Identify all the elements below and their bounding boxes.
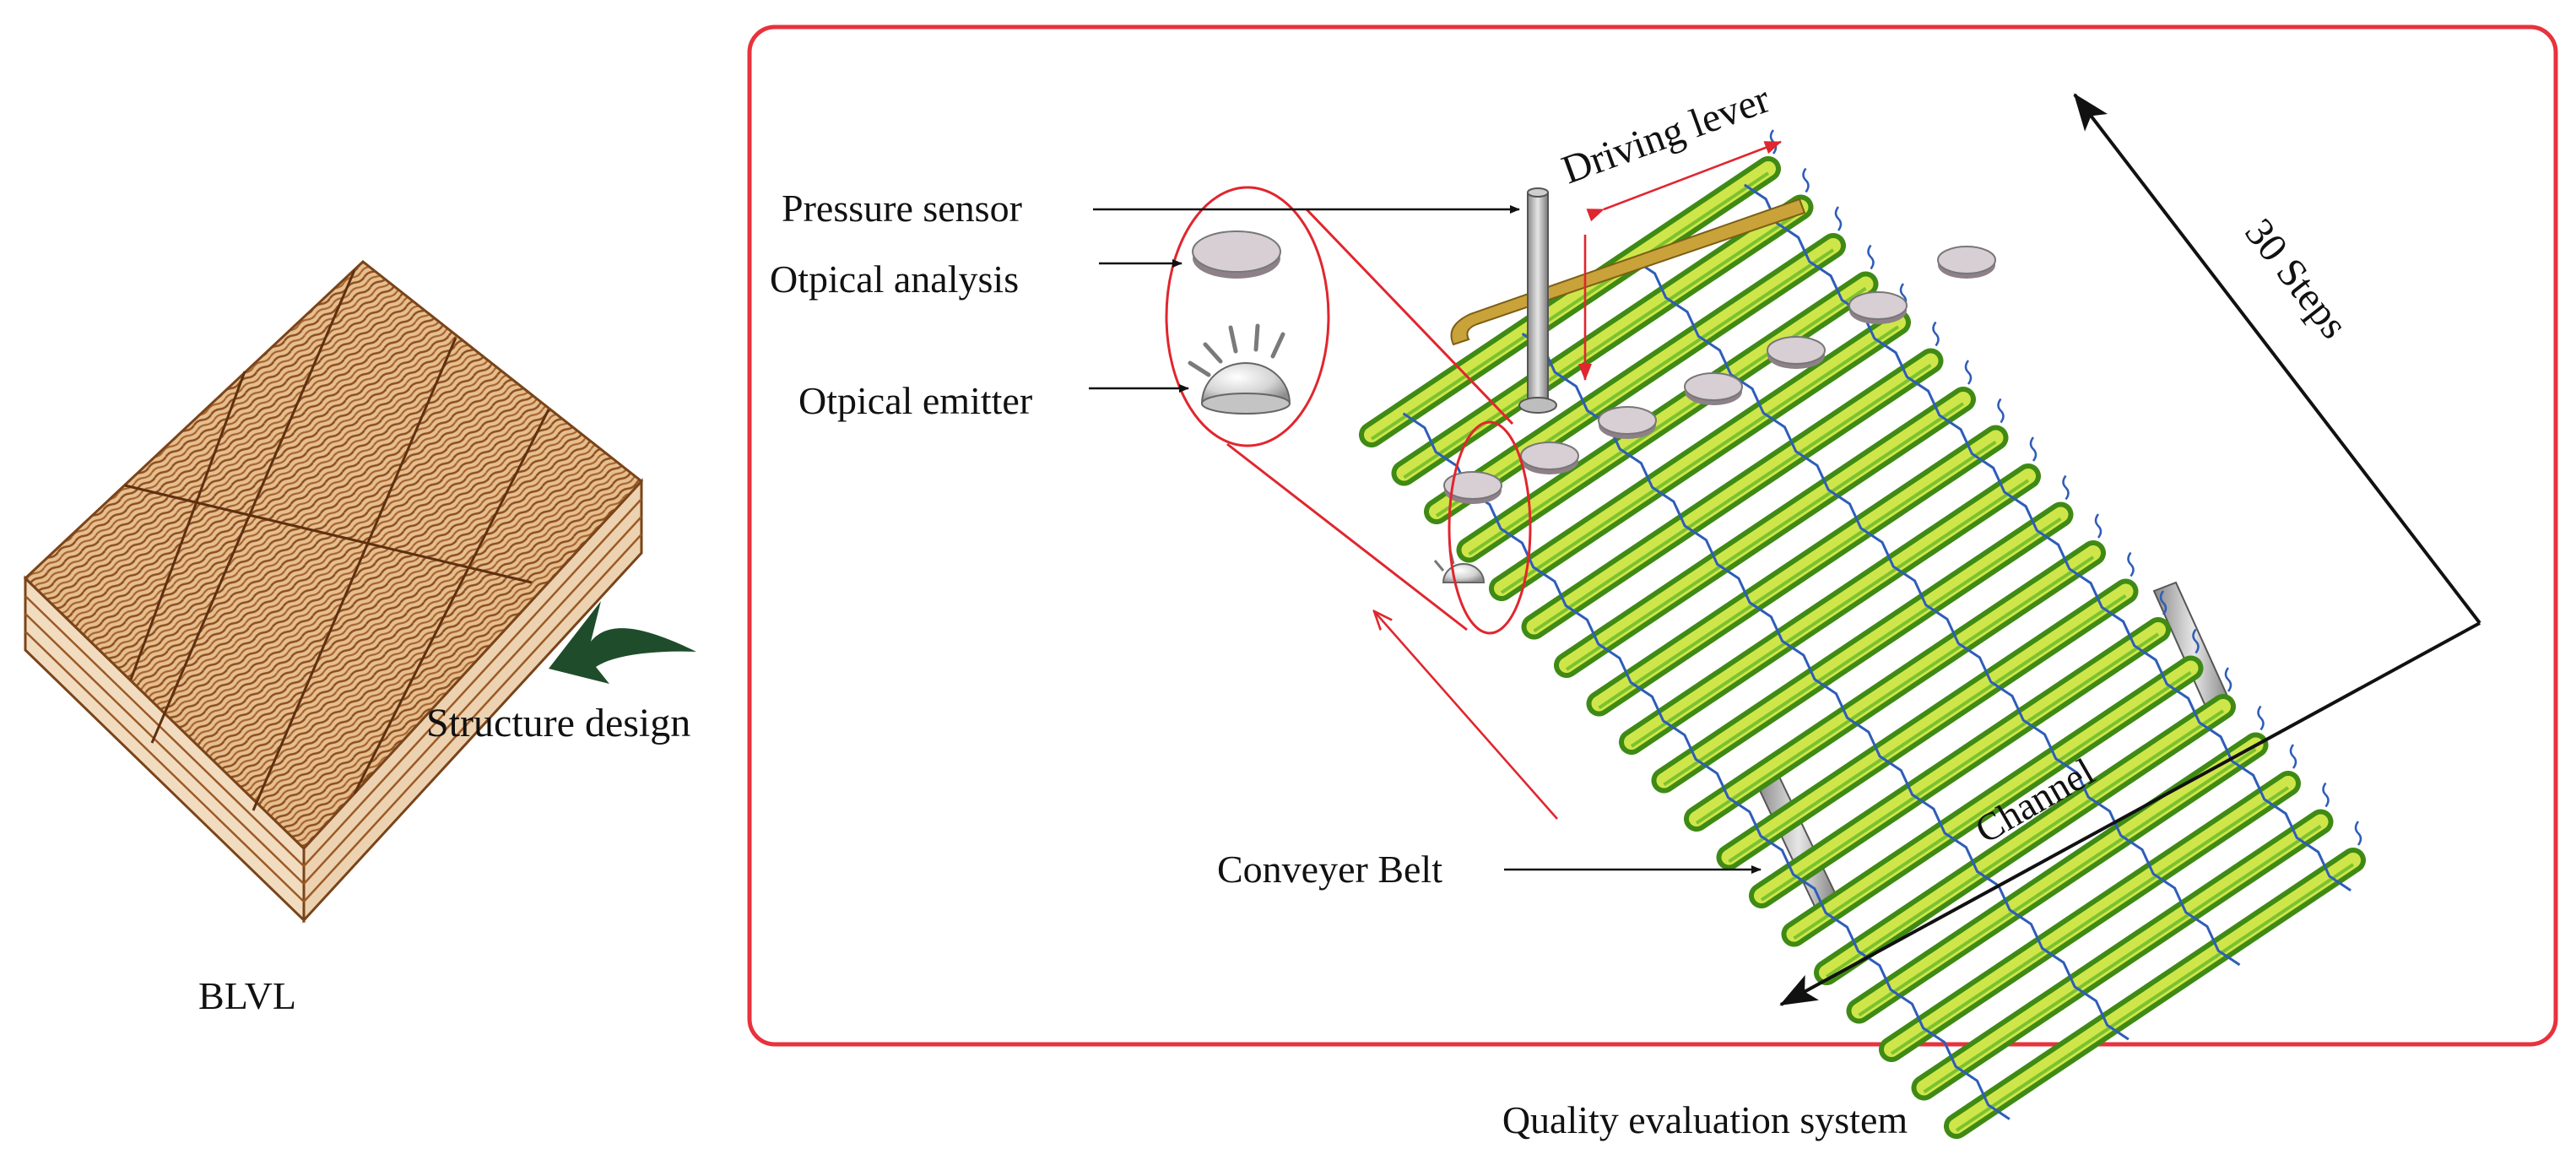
bamboo-slat-grain [1825,709,2225,978]
bamboo-slat-grain [1468,286,1867,556]
wire-end [1964,360,1973,385]
bamboo-slat-grain [1955,863,2355,1132]
bamboo-slat-grain [1565,402,1965,671]
optical-analysis-disc [1192,230,1281,279]
motion-arrows [1374,140,1782,820]
sensor-discs [1443,246,1996,504]
bamboo-slat [1429,238,1841,519]
structure-design-arrow [549,601,696,684]
bamboo-slat-grain [1630,479,2030,748]
wire-end [2062,474,2070,501]
pressure-sensor-pole [1518,187,1557,414]
bamboo-slat [1689,545,2101,826]
wire-end [1932,321,1940,347]
bamboo-slat [1656,507,2069,789]
board-laminate-lines [24,498,642,902]
sensor-disc [1684,372,1743,401]
bamboo-slat-grain [1500,325,1900,594]
wire-end [2257,705,2265,731]
bamboo-slat [1949,853,2361,1134]
pressure-sensor-label: Pressure sensor [782,187,1022,230]
sensor-disc [1937,246,1996,274]
optical-emitter-dome [1188,323,1291,415]
bamboo-slat [1884,776,2296,1057]
bamboo-slat [1624,469,2036,750]
bamboo-slat-grain [1663,517,2062,787]
bamboo-slat-grain [1793,670,2192,940]
bamboo-slat-grain [1923,824,2322,1094]
board-seams [124,269,550,811]
bamboo-slat-grain [1435,248,1835,518]
wire-end [2354,821,2362,846]
bamboo-slat-grain [1760,632,2160,902]
bamboo-slat-grain [1728,593,2127,864]
conveyer-belt-label: Conveyer Belt [1217,848,1442,891]
wire-end [1769,129,1778,154]
bamboo-slat-grain [1598,440,1997,710]
wire-end [1802,167,1810,193]
optical-analysis-label: Otpical analysis [770,257,1019,301]
sensor-disc [1443,471,1502,500]
bamboo-slat-grain [1533,363,1932,633]
bamboo-slat [1591,430,2004,712]
bamboo-slat [1396,199,1809,481]
wire-end [2192,628,2200,654]
bamboo-slat-grain [1695,555,2095,825]
bamboo-slat [1754,622,2166,903]
sensor-disc [1520,442,1579,470]
wire-end [2029,436,2038,462]
binding-wire [1743,183,2351,891]
bamboo-slat [1494,315,1906,596]
sensor-disc [1767,336,1826,365]
optical-emitter-label: Otpical emitter [798,379,1032,422]
binding-wires [1402,129,2362,1120]
bamboo-slat [1916,814,2329,1096]
label-leaders [1089,205,1762,874]
bamboo-slat [1721,583,2134,865]
dimension-arrows [1779,93,2481,1006]
wire-end [2094,513,2102,539]
wire-end [2127,551,2135,577]
wire-end [2224,667,2232,692]
bamboo-slat-grain [1858,747,2257,1017]
system-caption: Quality evaluation system [1502,1098,1908,1141]
magnifier-callout [1165,186,1532,635]
binding-wire [1521,333,2130,1041]
wire-end [2289,744,2297,769]
binding-wire [1402,412,2010,1120]
bamboo-slat-grain [1890,786,2290,1055]
system-frame [747,24,2558,1047]
structure-design-label: Structure design [426,701,690,745]
bamboo-slat [1851,737,2264,1019]
sensor-disc [1848,291,1908,320]
blvl-board [23,260,644,924]
wire-end [1867,244,1875,270]
wire-end [1997,398,2005,424]
wire-end [2322,782,2330,808]
bamboo-slat [1526,353,1939,635]
blvl-caption: BLVL [198,974,296,1017]
sensor-disc [1598,406,1657,435]
bamboo-slat [1786,660,2199,942]
bamboo-slat [1819,699,2231,980]
wire-end [2159,590,2167,615]
driving-lever-rail [1450,198,1806,346]
bamboo-slat [1461,276,1874,558]
bamboo-slat [1559,392,1971,673]
wire-end [1834,206,1843,231]
